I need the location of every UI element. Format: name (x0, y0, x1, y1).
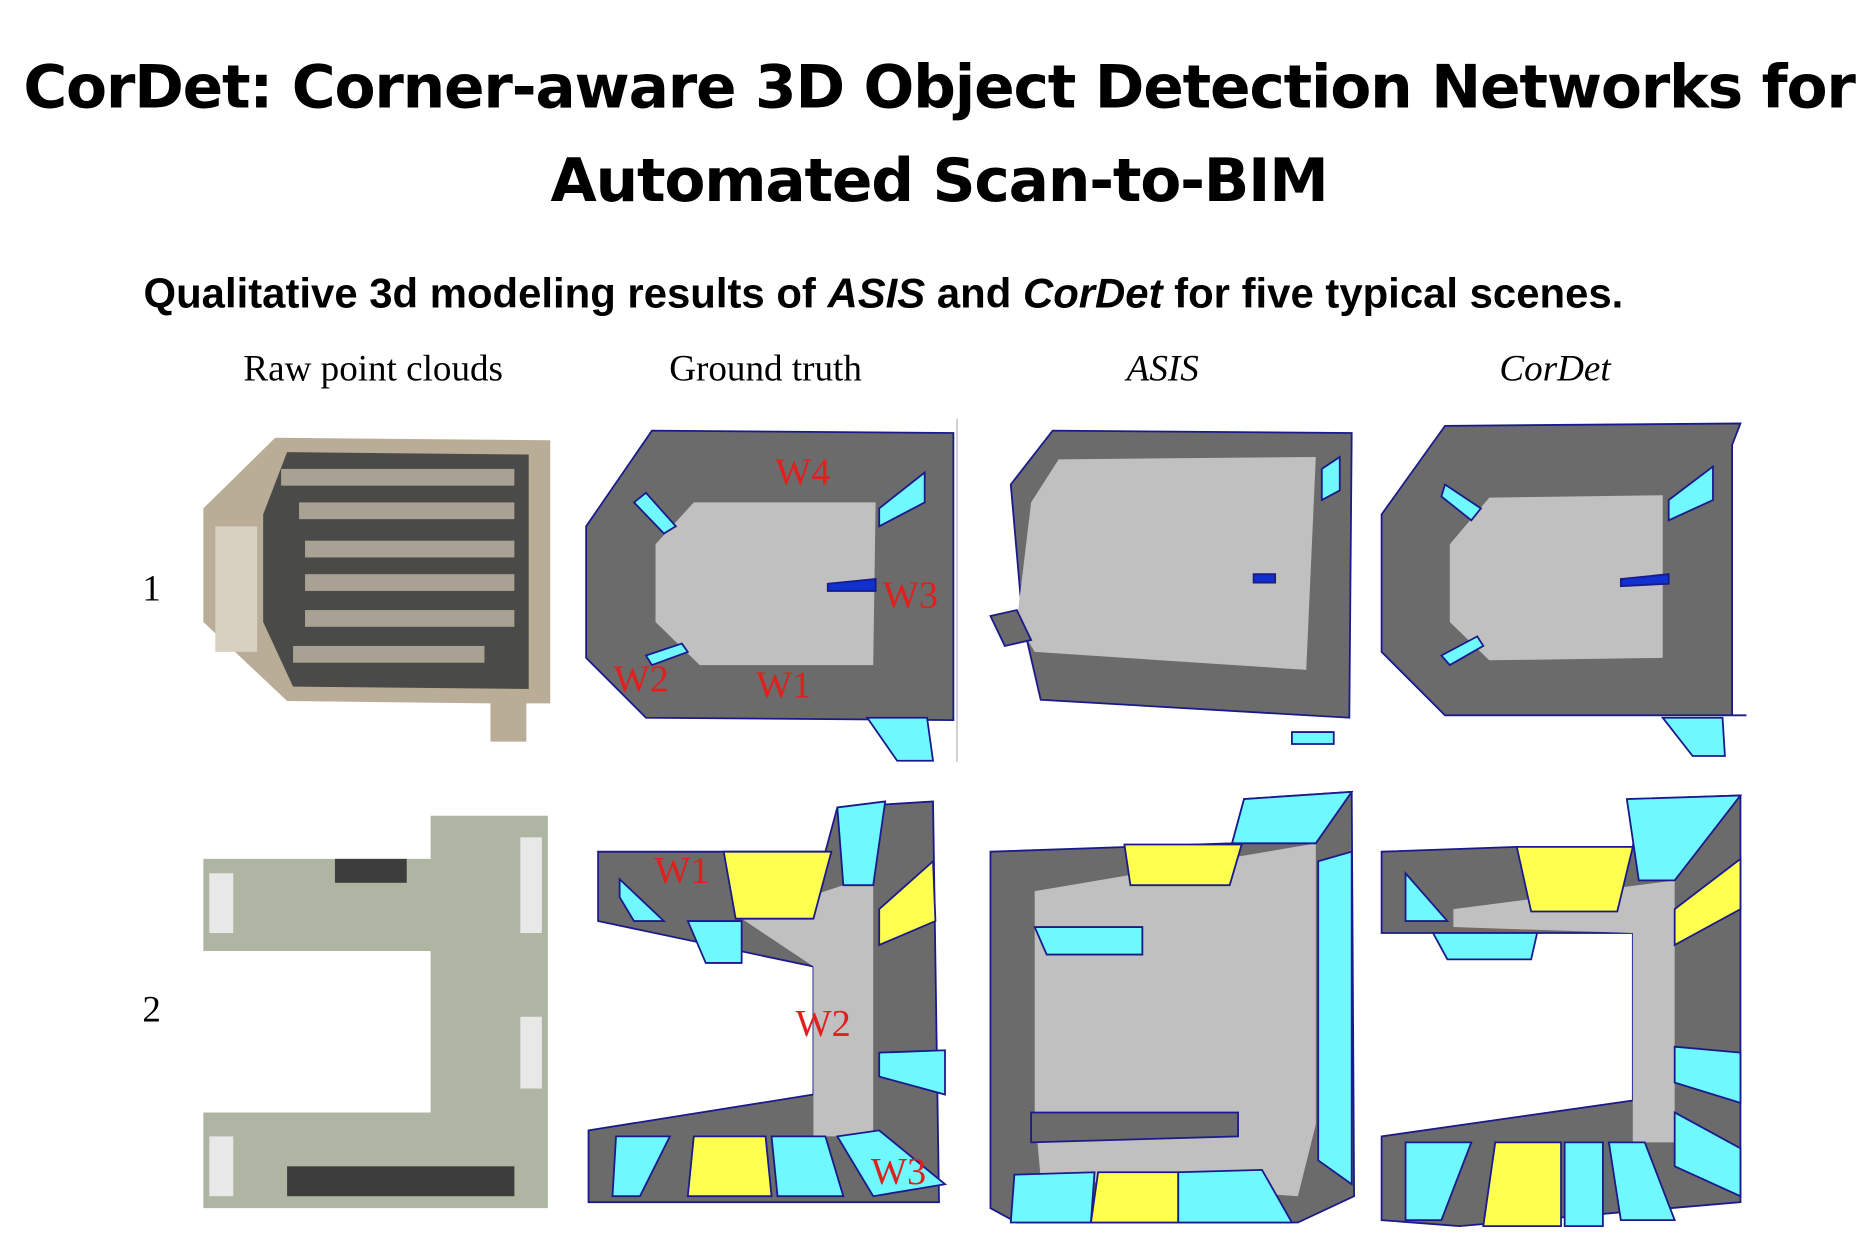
caption-post: for five typical scenes. (1162, 270, 1624, 317)
column-header-cordet: CorDet (1499, 346, 1611, 389)
row-label-2: 2 (142, 988, 161, 1030)
gt-label-w2: W2 (614, 658, 669, 700)
cordet-model-1 (1380, 422, 1747, 757)
title-line-2: Automated Scan-to-BIM (550, 145, 1328, 216)
asis-model-2 (989, 790, 1355, 1224)
gt2-label-w1: W1 (654, 850, 709, 892)
gt2-label-w2: W2 (795, 1003, 850, 1045)
gt-label-w3: W3 (883, 575, 938, 617)
gt-label-w4: W4 (775, 451, 830, 493)
gt-label-w1: W1 (756, 664, 811, 706)
title-line-1: CorDet: Corner-aware 3D Object Detection… (23, 52, 1856, 123)
raw-point-cloud-2 (203, 815, 548, 1209)
asis-model-1 (989, 429, 1353, 745)
column-header-ground-truth: Ground truth (669, 346, 862, 389)
gt2-label-w3: W3 (871, 1151, 926, 1193)
cordet-model-2 (1380, 794, 1743, 1228)
figure-caption: Qualitative 3d modeling results of ASIS … (144, 270, 1624, 318)
column-header-raw: Raw point clouds (243, 346, 504, 389)
caption-mid: and (925, 270, 1023, 317)
column-header-asis: ASIS (1126, 346, 1199, 389)
caption-cordet: CorDet (1022, 270, 1163, 317)
raw-point-cloud-1 (203, 437, 551, 742)
ground-truth-model-1 (585, 418, 958, 762)
caption-asis: ASIS (827, 270, 926, 317)
row-label-1: 1 (142, 566, 161, 609)
ground-truth-model-2 (587, 800, 948, 1204)
caption-pre: Qualitative 3d modeling results of (143, 270, 828, 317)
